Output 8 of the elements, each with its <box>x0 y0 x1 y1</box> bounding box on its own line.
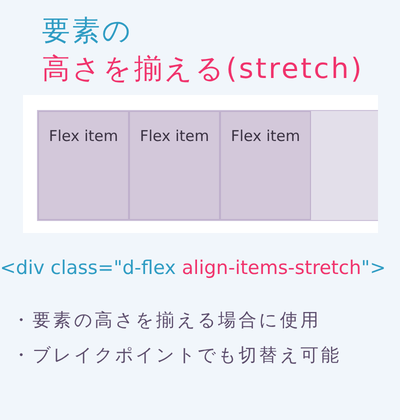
code-snippet: <div class="d-flex align-items-stretch"> <box>0 257 386 279</box>
bullet-text: ・ブレイクポイントでも切替え可能 <box>12 344 342 367</box>
flex-container <box>37 110 378 221</box>
heading: 要素の高さを揃える(stretch) <box>42 13 364 87</box>
bullet-text: ・要素の高さを揃える場合に使用 <box>12 309 321 332</box>
flex-item: Flex item <box>129 111 220 220</box>
flex-item: Flex item <box>38 111 129 220</box>
flex-item: Flex item <box>220 111 311 220</box>
